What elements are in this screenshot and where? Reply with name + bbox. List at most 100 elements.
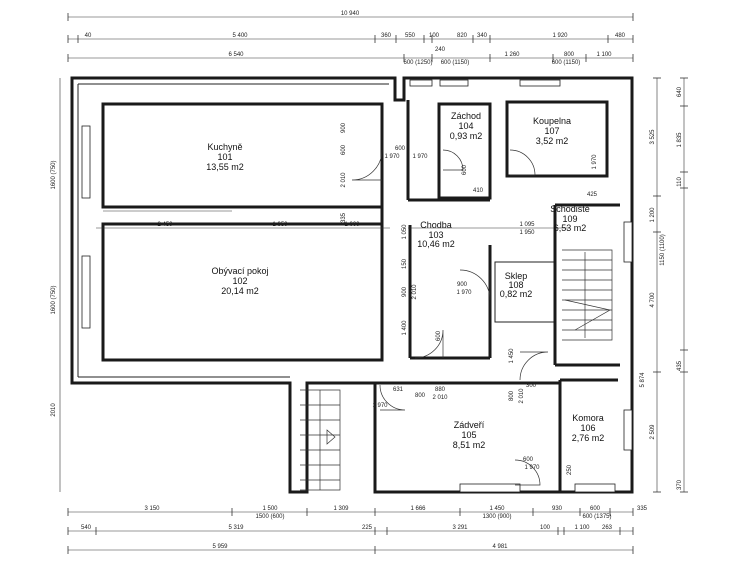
dim-right-out-1: 1 835: [677, 132, 683, 148]
room-number: 109: [562, 214, 577, 224]
room-name: Schodiště: [550, 204, 590, 214]
dim-880: 880: [435, 387, 446, 393]
dim-top-r3-6: 1 100: [596, 52, 612, 58]
dim-right-out-3: 1150 (1100): [660, 234, 666, 265]
dim-2010-a: 2 010: [341, 172, 347, 188]
window-stairs: [623, 221, 633, 263]
room-area: 20,14 m2: [221, 286, 259, 296]
dim-top-r3-2: 240: [435, 47, 446, 53]
room-name: Obývací pokoj: [211, 266, 268, 276]
dim-right-in-0: 3 525: [650, 129, 656, 145]
dim-bot-r2-0: 540: [81, 525, 92, 531]
dim-bot-r1-9: 600 (1375): [582, 514, 611, 520]
dim-top-r3-0: 6 540: [228, 52, 244, 58]
dim-top-r2-7: 1 920: [552, 33, 568, 39]
dim-bot-r2-6: 263: [602, 525, 613, 531]
window-bathroom: [519, 79, 561, 87]
wall-bathroom: [505, 100, 609, 178]
room-area: 3,52 m2: [536, 136, 569, 146]
room-name: Sklep: [505, 271, 528, 281]
room-number: 107: [544, 126, 559, 136]
dim-right-out-2: 110: [677, 177, 683, 187]
dim-top-r2-4: 100: [429, 33, 440, 39]
door-wc: [442, 149, 464, 171]
dim-1970-c: 1 970: [592, 154, 598, 170]
room-sklep: Sklep 108 0,82 m2: [500, 271, 533, 299]
dim-335: 335: [341, 212, 347, 223]
dim-1400: 1 400: [402, 320, 408, 336]
window-living: [81, 255, 91, 329]
dim-425: 425: [587, 192, 598, 198]
dim-900-b: 900: [402, 286, 408, 297]
dim-2010-d: 2 010: [519, 388, 525, 404]
interior-dimensions: 2 450 1 950 1 000 1 095 1 950 900 600 2 …: [96, 122, 598, 475]
dim-bot-r1-8: 600: [590, 506, 601, 512]
windows: [81, 79, 633, 493]
room-komora: Komora 106 2,76 m2: [572, 413, 605, 443]
dim-bot-r2-5: 1 100: [574, 525, 590, 531]
room-obyvaci-pokoj: Obývací pokoj 102 20,14 m2: [211, 266, 268, 296]
dim-top-r2-3: 550: [405, 33, 416, 39]
dim-top-r2-1: 5 400: [232, 33, 248, 39]
room-name: Záchod: [451, 111, 481, 121]
room-kuchyne: Kuchyně 101 13,55 m2: [206, 142, 244, 172]
dim-left-0: 1600 (750): [51, 160, 57, 189]
dim-631: 631: [393, 387, 404, 393]
dim-top-r2-6: 340: [477, 33, 488, 39]
dim-300: 300: [526, 383, 537, 389]
room-chodba: Chodba 103 10,46 m2: [417, 220, 455, 249]
dim-top-r2-0: 40: [85, 33, 92, 39]
room-number: 104: [458, 121, 473, 131]
dim-top-r2-2: 360: [381, 33, 392, 39]
door-hall: [414, 329, 444, 359]
staircase: [300, 249, 613, 491]
room-name: Koupelna: [533, 116, 571, 126]
dim-top-total: 10 940: [341, 11, 360, 17]
dim-bot-r1-7: 930: [552, 506, 563, 512]
dim-1000: 1 000: [344, 222, 360, 228]
dim-left-1: 1600 (750): [51, 285, 57, 314]
dim-bot-r1-10: 335: [637, 506, 648, 512]
dim-1095: 1 095: [519, 222, 535, 228]
dim-right-in-3: 2 509: [650, 424, 656, 440]
dim-top-r3-4: 1 260: [504, 52, 520, 58]
dim-top-r2-8: 480: [615, 33, 626, 39]
dim-1970-e: 1 970: [372, 403, 388, 409]
dim-top-r2-5: 820: [457, 33, 468, 39]
dim-600-d: 600: [436, 330, 442, 341]
dim-right-in-1: 1 200: [650, 207, 656, 223]
door-bathroom: [509, 149, 536, 176]
room-number: 101: [217, 152, 232, 162]
room-area: 8,51 m2: [453, 440, 486, 450]
dim-600-e: 600: [523, 457, 534, 463]
room-name: Zádveří: [454, 420, 485, 430]
room-number: 102: [232, 276, 247, 286]
dim-800-b: 800: [509, 390, 515, 401]
dim-1950-b: 1 950: [519, 230, 535, 236]
walls: [70, 76, 634, 494]
room-zadveri: Zádveří 105 8,51 m2: [453, 420, 486, 450]
dim-410: 410: [473, 188, 484, 194]
dim-bot-r1-6: 1300 (900): [482, 514, 511, 520]
door-pantry: [514, 459, 541, 486]
dim-1970-f: 1 970: [524, 465, 540, 471]
window-entrance: [459, 483, 521, 493]
dim-bot-r1-3: 1 309: [333, 506, 349, 512]
dim-bot-r2-1: 5 319: [228, 525, 244, 531]
room-number: 105: [461, 430, 476, 440]
dim-800: 800: [415, 393, 426, 399]
dim-600-a: 600: [341, 144, 347, 155]
room-name: Komora: [572, 413, 604, 423]
dim-1450: 1 450: [509, 348, 515, 364]
dim-right-in-4: 5 874: [640, 372, 646, 388]
wall-wc: [437, 102, 492, 200]
room-area: 10,46 m2: [417, 239, 455, 249]
dim-900-a: 900: [341, 122, 347, 133]
dim-right-out-0: 640: [677, 86, 683, 97]
room-number: 103: [428, 230, 443, 240]
dim-2010-c: 2 010: [432, 395, 448, 401]
dim-top-r3-5: 800: [564, 52, 575, 58]
dim-900-c: 900: [457, 282, 468, 288]
dim-bot-r2-3: 3 291: [452, 525, 468, 531]
dim-bot-r2-2: 225: [362, 525, 373, 531]
